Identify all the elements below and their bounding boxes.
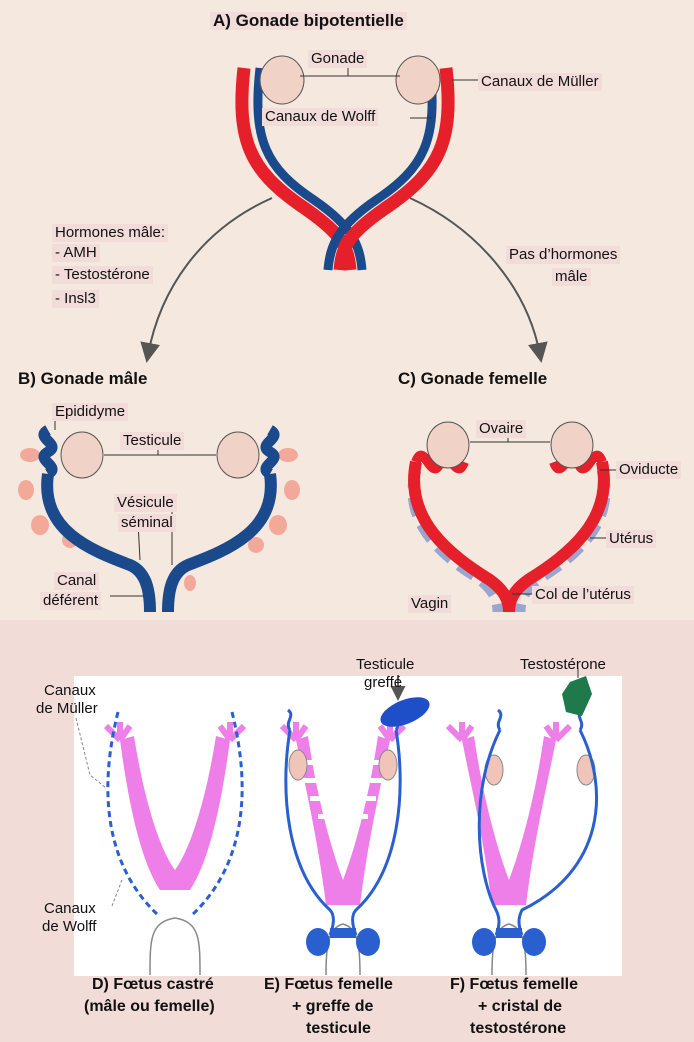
ovary-left (427, 422, 469, 468)
testicule-greffe-label-2: greffé (364, 674, 402, 692)
hormone-insl3: - Insl3 (52, 290, 99, 308)
caption-d-line2: (mâle ou femelle) (84, 998, 215, 1016)
diagram-e (282, 710, 404, 975)
caption-e-line3: testicule (306, 1020, 371, 1038)
no-hormones-line2: mâle (552, 268, 591, 286)
panel-a-title: A) Gonade bipotentielle (210, 12, 407, 30)
muller-label-bottom-2: de Müller (36, 700, 98, 718)
muller-label: Canaux de Müller (478, 73, 602, 91)
vesicule-label-2: séminal (118, 514, 176, 532)
testis-left (61, 432, 103, 478)
gonad-right (396, 56, 440, 104)
testis-right (217, 432, 259, 478)
canal-label-1: Canal (54, 572, 99, 590)
muller-pointer (76, 718, 106, 788)
arrow-to-male (148, 198, 272, 355)
panel-b-title: B) Gonade mâle (18, 370, 147, 388)
caption-d-line1: D) Fœtus castré (92, 976, 214, 994)
diagram-d (106, 712, 244, 975)
testosterone-crystal-icon (562, 676, 592, 716)
testosterone-label: Testostérone (520, 656, 606, 674)
epididyme-label: Epididyme (52, 403, 128, 421)
hormone-amh: - AMH (52, 244, 100, 262)
gonad-left (260, 56, 304, 104)
male-hormones-title: Hormones mâle: (52, 224, 168, 242)
grafted-testis-icon (376, 691, 433, 733)
caption-e-line2: + greffe de (292, 998, 373, 1016)
testicule-greffe-label-1: Testicule (356, 656, 414, 674)
ovary-right (551, 422, 593, 468)
testicule-label: Testicule (120, 432, 184, 450)
wolff-label-bottom-1: Canaux (44, 900, 96, 918)
wolff-label-bottom-2: de Wolff (42, 918, 96, 936)
no-hormones-line1: Pas d’hormones (506, 246, 620, 264)
diagram-f (448, 710, 597, 975)
caption-f-line1: F) Fœtus femelle (450, 976, 578, 994)
oviducte-label: Oviducte (616, 461, 681, 479)
wolff-label: Canaux de Wolff (262, 108, 378, 126)
col-label: Col de l’utérus (532, 586, 634, 604)
wolff-pointer (112, 880, 122, 906)
gonade-label: Gonade (308, 50, 367, 68)
caption-f-line2: + cristal de (478, 998, 562, 1016)
caption-e-line1: E) Fœtus femelle (264, 976, 393, 994)
vagin-label: Vagin (408, 595, 451, 613)
hormone-testosterone: - Testostérone (52, 266, 153, 284)
ovaire-label: Ovaire (476, 420, 526, 438)
muller-label-bottom-1: Canaux (44, 682, 96, 700)
caption-f-line3: testostérone (470, 1020, 566, 1038)
canal-label-2: déférent (40, 592, 101, 610)
panel-c-title: C) Gonade femelle (398, 370, 547, 388)
uterus-label: Utérus (606, 530, 656, 548)
vesicule-label-1: Vésicule (114, 494, 177, 512)
arrow-to-female (410, 198, 540, 355)
